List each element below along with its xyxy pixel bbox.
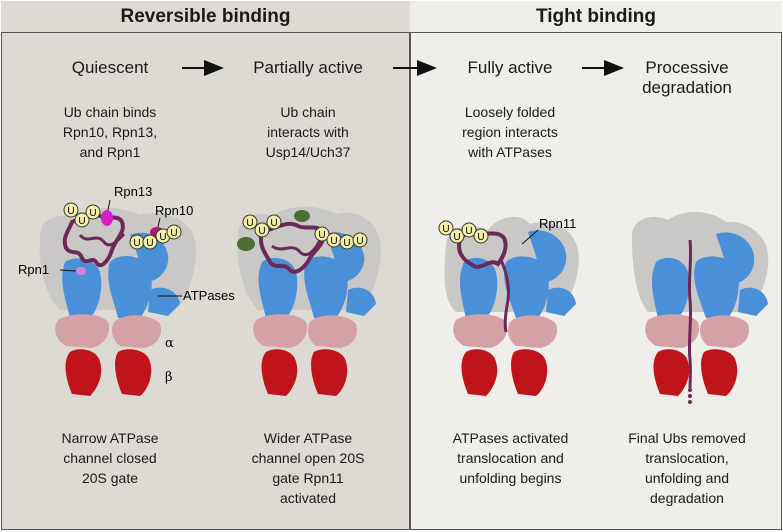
label-atpases: ATPases xyxy=(183,288,235,303)
svg-text:U: U xyxy=(159,232,166,243)
svg-text:U: U xyxy=(330,236,337,247)
label-rpn13: Rpn13 xyxy=(114,184,152,199)
stage-description-partially-active: Ub chain interacts with Usp14/Uch37 xyxy=(265,104,351,160)
stage-description-quiescent: Ub chain binds Rpn10, Rpn13, and Rpn1 xyxy=(62,104,158,160)
label-rpn1: Rpn1 xyxy=(18,262,49,277)
svg-text:U: U xyxy=(270,218,277,229)
label-beta: β xyxy=(165,370,173,385)
stage-description-fully-active: Loosely folded region interacts with ATP… xyxy=(462,104,558,160)
tight-binding-header: Tight binding xyxy=(410,1,782,33)
stage-title-processive-degradation: Processive degradation xyxy=(642,58,732,97)
svg-text:U: U xyxy=(318,230,325,241)
stage-title-partially-active: Partially active xyxy=(253,58,363,77)
reversible-binding-header: Reversible binding xyxy=(1,1,410,33)
stage-title-quiescent: Quiescent xyxy=(71,58,149,77)
svg-text:U: U xyxy=(343,238,350,249)
svg-text:U: U xyxy=(89,208,96,219)
proteasome-partially-active: U U U U U U U xyxy=(237,206,381,396)
stage-note-fully-active: ATPases activated translocation and unfo… xyxy=(452,430,569,486)
proteasome-processive-degradation xyxy=(631,211,769,404)
svg-text:U: U xyxy=(170,228,177,239)
svg-text:U: U xyxy=(453,232,460,243)
svg-text:U: U xyxy=(78,216,85,227)
label-rpn10: Rpn10 xyxy=(155,203,193,218)
stage-note-quiescent: Narrow ATPase channel closed 20S gate xyxy=(61,430,159,486)
svg-text:U: U xyxy=(258,226,265,237)
label-alpha: α xyxy=(165,336,174,351)
proteasome-quiescent: U U U U U U U xyxy=(39,199,197,396)
svg-text:U: U xyxy=(477,232,484,243)
proteasome-fully-active: U U U U xyxy=(438,216,579,396)
ub-label: U xyxy=(67,206,74,217)
stage-note-partially-active: Wider ATPase channel open 20S gate Rpn11… xyxy=(251,430,365,506)
label-rpn11: Rpn11 xyxy=(539,216,576,231)
svg-text:U: U xyxy=(465,226,472,237)
stage-note-processive-degradation: Final Ubs removed translocation, unfoldi… xyxy=(628,430,746,506)
svg-text:U: U xyxy=(133,238,140,249)
svg-text:U: U xyxy=(442,224,449,235)
svg-text:U: U xyxy=(246,218,253,229)
svg-text:U: U xyxy=(356,236,363,247)
stage-title-fully-active: Fully active xyxy=(467,58,553,77)
svg-text:U: U xyxy=(146,238,153,249)
